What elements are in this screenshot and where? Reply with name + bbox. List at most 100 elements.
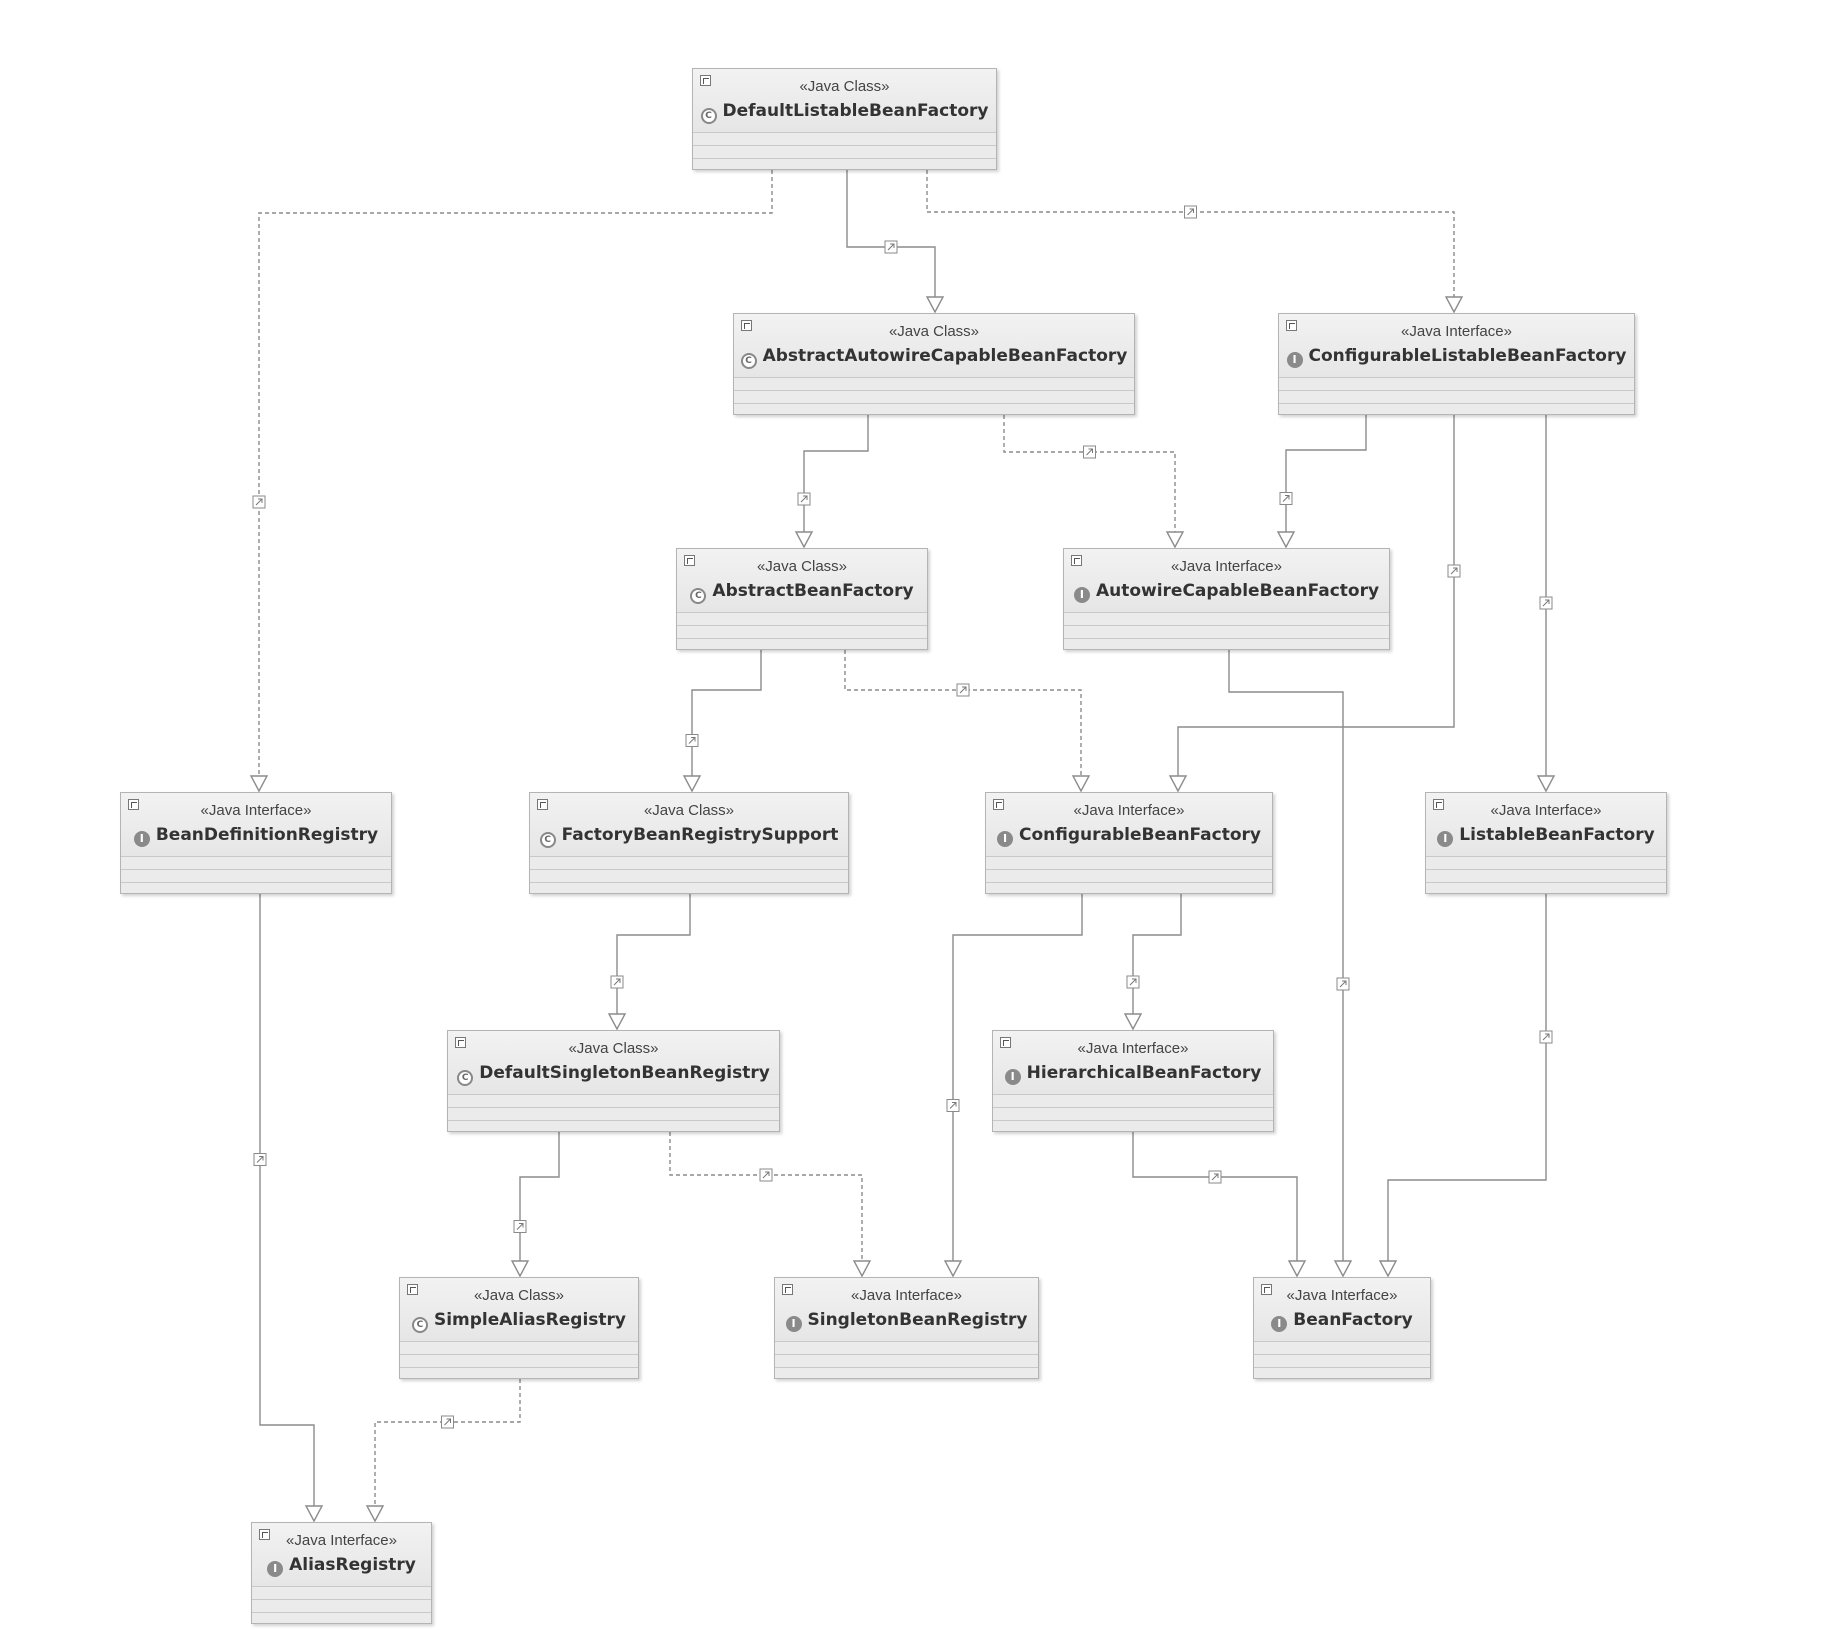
node-name: ListableBeanFactory (1459, 825, 1655, 845)
attributes-divider (677, 625, 927, 626)
arrowhead (1536, 775, 1556, 793)
attributes-divider (1064, 625, 1389, 626)
arrowhead (1071, 775, 1091, 793)
attributes-divider (530, 869, 848, 870)
arrowhead (1168, 775, 1188, 793)
node-name: HierarchicalBeanFactory (1026, 1063, 1262, 1083)
node-name: ConfigurableBeanFactory (1018, 825, 1261, 845)
operations-divider (993, 1120, 1273, 1121)
class-icon: C (740, 353, 757, 369)
node-stereotype: «Java Class» (568, 1040, 659, 1057)
operations-divider (1064, 638, 1389, 639)
expand-icon[interactable] (1000, 1037, 1011, 1048)
expand-icon[interactable] (684, 555, 695, 566)
attributes-divider (993, 1107, 1273, 1108)
expand-icon[interactable] (993, 799, 1004, 810)
node-name: BeanDefinitionRegistry (155, 825, 379, 845)
expand-icon[interactable] (741, 320, 752, 331)
node-stereotype: «Java Interface» (286, 1532, 397, 1549)
node-stereotype: «Java Interface» (1171, 558, 1282, 575)
expand-icon[interactable] (455, 1037, 466, 1048)
interface-icon: I (1271, 1316, 1288, 1332)
node-stereotype: «Java Interface» (1077, 1040, 1189, 1057)
edge-clbf-cbf (1168, 415, 1461, 793)
attributes-divider (448, 1107, 779, 1108)
operations-divider (1254, 1367, 1430, 1368)
attributes-divider (693, 145, 996, 146)
expand-icon[interactable] (259, 1529, 270, 1540)
class-icon: C (700, 108, 717, 124)
operations-divider (986, 882, 1272, 883)
attributes-divider (400, 1354, 638, 1355)
arrowhead (304, 1505, 324, 1523)
node-name: ConfigurableListableBeanFactory (1308, 346, 1627, 366)
edge-acbf-bf (1228, 650, 1353, 1278)
edge-clbf-acbf (1276, 415, 1367, 549)
node-stereotype: «Java Interface» (200, 802, 312, 819)
attributes-divider (252, 1599, 431, 1600)
expand-icon[interactable] (782, 1284, 793, 1295)
expand-icon[interactable] (1286, 320, 1297, 331)
expand-icon[interactable] (407, 1284, 418, 1295)
edge-dlbf-bdr (249, 170, 773, 793)
arrowhead (852, 1260, 872, 1278)
edge-cbf-hbf (943, 894, 1083, 1278)
operations-divider (530, 882, 848, 883)
expand-icon[interactable] (537, 799, 548, 810)
node-title: C AbstractAutowireCapableBeanFactory (734, 346, 1134, 369)
edge-hbf-bf (1132, 1132, 1307, 1278)
arrowhead (365, 1505, 385, 1523)
interface-icon: I (1437, 831, 1454, 847)
expand-icon[interactable] (128, 799, 139, 810)
node-name: DefaultSingletonBeanRegistry (479, 1063, 770, 1083)
node-name: AbstractAutowireCapableBeanFactory (762, 346, 1128, 366)
edge-bdr-ar (253, 894, 324, 1523)
edge-clbf-lbf (1536, 415, 1556, 793)
arrowhead (1378, 1260, 1398, 1278)
expand-icon[interactable] (1261, 1284, 1272, 1295)
node-stereotype: «Java Interface» (1073, 802, 1185, 819)
operations-divider (400, 1367, 638, 1368)
expand-icon[interactable] (1433, 799, 1444, 810)
operations-divider (734, 403, 1134, 404)
arrowhead (943, 1260, 963, 1278)
arrowhead (607, 1013, 627, 1031)
arrowhead (1165, 531, 1185, 549)
operations-divider (448, 1120, 779, 1121)
operations-divider (1279, 403, 1634, 404)
arrowhead (1123, 1013, 1143, 1031)
expand-icon[interactable] (700, 75, 711, 86)
expand-icon[interactable] (1071, 555, 1082, 566)
interface-icon: I (267, 1561, 284, 1577)
node-stereotype: «Java Interface» (1286, 1287, 1398, 1304)
class-icon: C (539, 832, 556, 848)
arrowhead (1276, 531, 1296, 549)
operations-divider (775, 1367, 1038, 1368)
